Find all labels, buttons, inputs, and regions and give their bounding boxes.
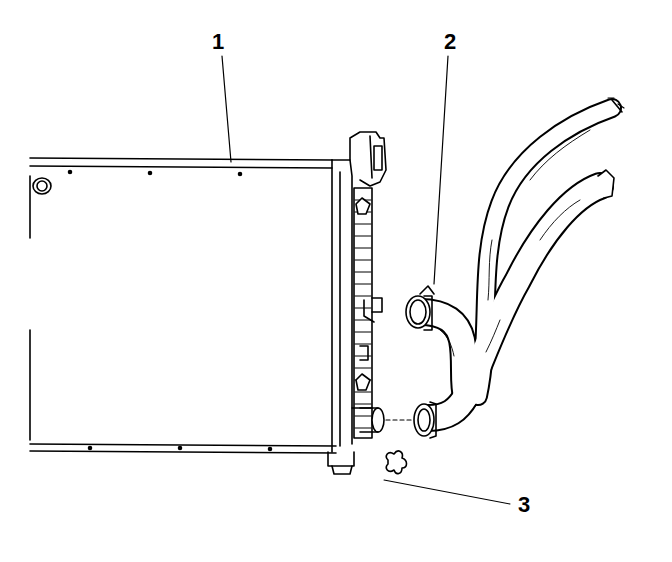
callout-number: 1 [212, 31, 224, 53]
callout-number: 3 [518, 494, 530, 516]
radiator-hose [420, 108, 612, 418]
callout-label: 2 [444, 31, 456, 53]
leader-line [222, 56, 510, 504]
callout-label: 3 [518, 494, 530, 516]
hose-clamp [386, 451, 406, 474]
callout-label: 1 [212, 31, 224, 53]
callout-number: 2 [444, 31, 456, 53]
radiator [30, 132, 386, 474]
